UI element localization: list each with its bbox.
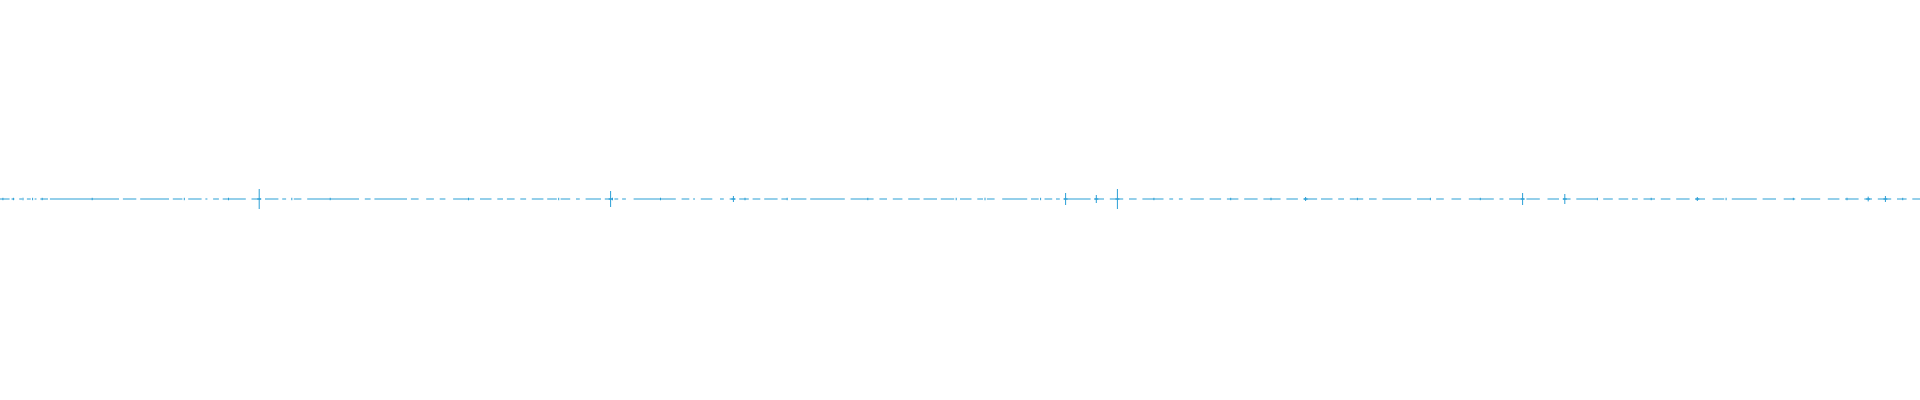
signal-spikes xyxy=(257,189,1888,209)
signal-ticks xyxy=(2,197,1904,201)
